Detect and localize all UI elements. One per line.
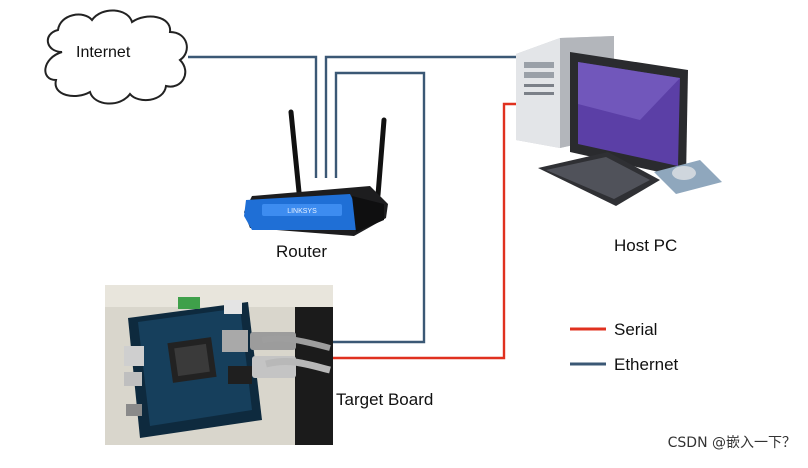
connection-lines: [188, 55, 520, 360]
internet-label: Internet: [76, 44, 131, 61]
ethernet-line-router-pc: [324, 55, 520, 178]
router-icon: LINKSYS: [244, 109, 388, 236]
router-label: Router: [276, 242, 328, 261]
cloud-icon: [44, 9, 188, 105]
ethernet-line-router-board: [300, 71, 426, 344]
legend: [570, 327, 606, 366]
ethernet-line-internet: [188, 55, 318, 178]
legend-serial-label: Serial: [614, 320, 658, 339]
watermark-text: CSDN @嵌入一下？: [667, 435, 796, 451]
desktop-pc-icon: [516, 36, 722, 206]
host-pc-label: Host PC: [614, 236, 678, 255]
legend-ethernet-label: Ethernet: [614, 355, 679, 374]
target-board-label: Target Board: [336, 390, 434, 409]
circuit-board-icon: [105, 285, 333, 445]
router-brand-text: LINKSYS: [287, 208, 317, 215]
serial-line-pc-board: [300, 102, 520, 360]
